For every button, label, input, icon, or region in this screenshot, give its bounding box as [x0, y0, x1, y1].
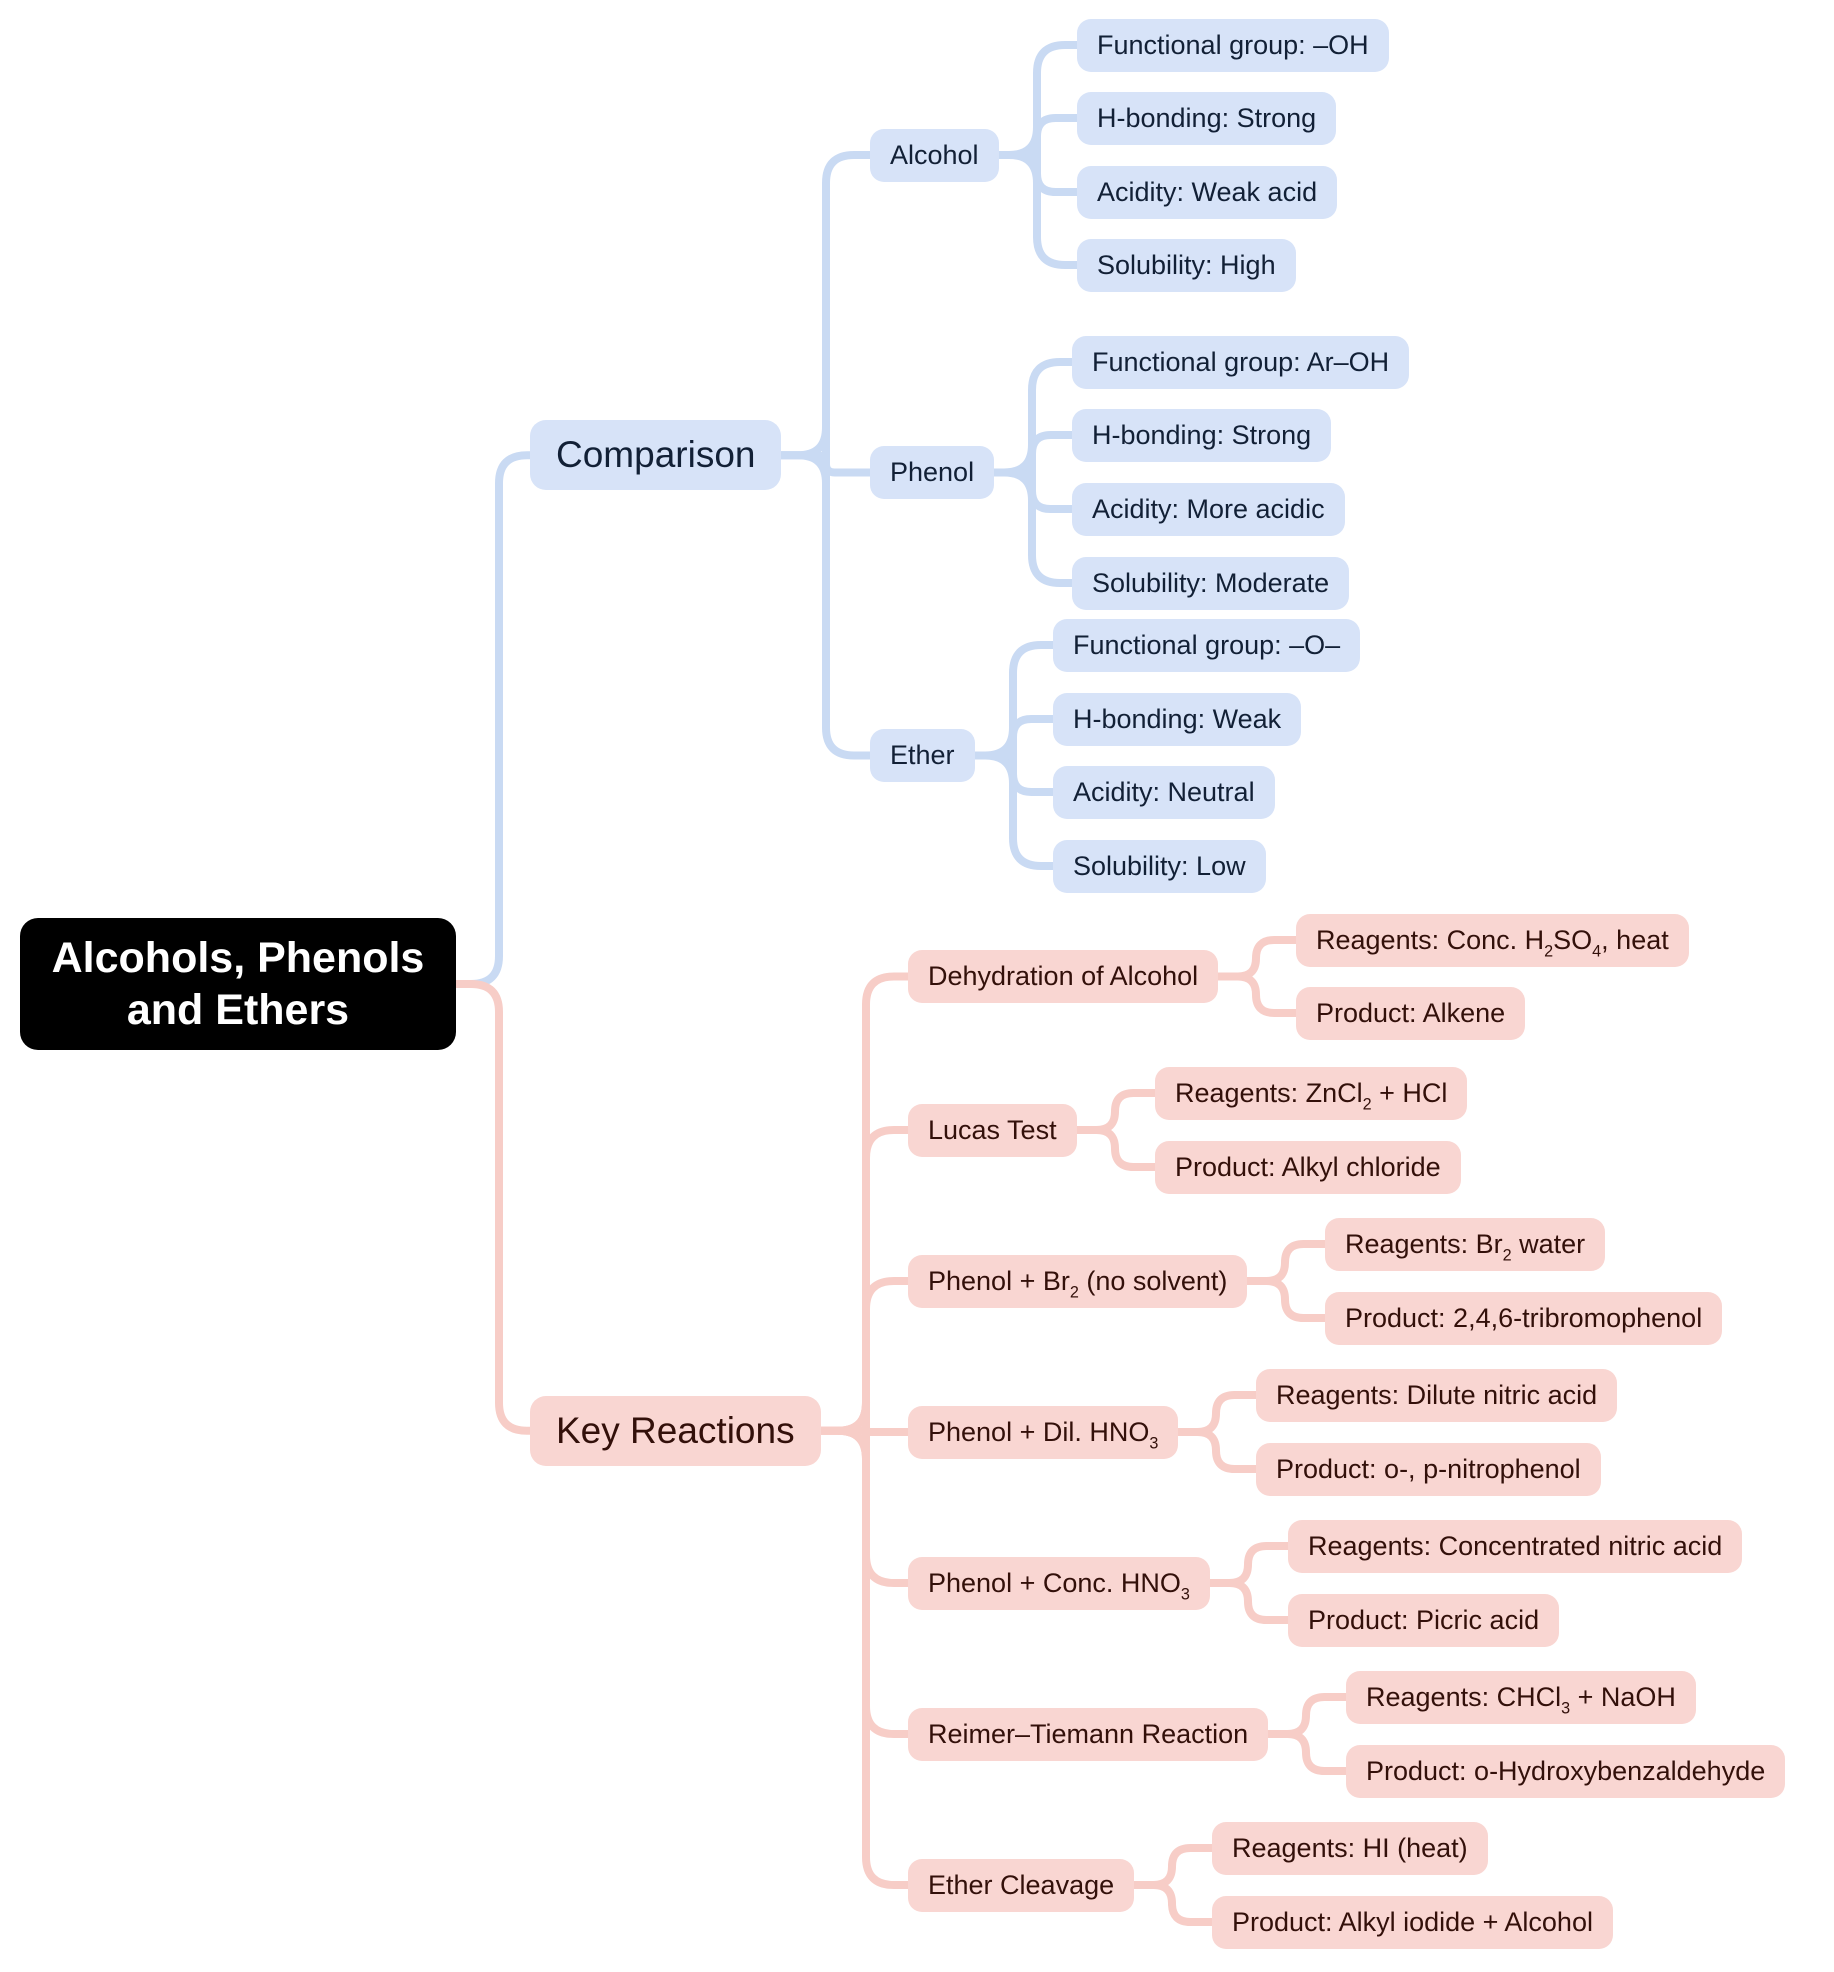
detail-acidity-weak-acid: Acidity: Weak acid [1077, 166, 1338, 219]
detail-product-o-hydroxybenzaldehyde: Product: o-Hydroxybenzaldehyde [1346, 1745, 1786, 1798]
connector-phenol-solubility-moderate [990, 468, 1076, 587]
connector-phenol-conc-hno-reagents-concentrated-nitric-acid [1206, 1542, 1292, 1587]
topic-phenol-br-no-solvent: Phenol + Br2 (no solvent) [908, 1255, 1248, 1308]
detail-h-bonding-strong: H-bonding: Strong [1077, 92, 1337, 145]
topic-reimer-tiemann-reaction: Reimer–Tiemann Reaction [908, 1708, 1269, 1761]
detail-h-bonding-strong: H-bonding: Strong [1072, 409, 1332, 462]
detail-acidity-more-acidic: Acidity: More acidic [1072, 483, 1345, 536]
topic-ether: Ether [870, 729, 975, 782]
detail-functional-group-o: Functional group: –O– [1053, 619, 1361, 672]
topic-dehydration-of-alcohol: Dehydration of Alcohol [908, 950, 1219, 1003]
connector-alcohol-solubility-high [995, 151, 1081, 269]
detail-h-bonding-weak: H-bonding: Weak [1053, 693, 1302, 746]
connector-phenol-dil-hno-reagents-dilute-nitric-acid [1174, 1391, 1260, 1436]
connector-phenol-conc-hno-product-picric-acid [1206, 1579, 1292, 1624]
root-topic: Alcohols, Phenols and Ethers [20, 918, 456, 1050]
connector-key-reactions-ether-cleavage [817, 1426, 912, 1889]
connector-phenol-dil-hno-product-o-p-nitrophenol [1174, 1428, 1260, 1473]
connector-lucas-test-product-alkyl-chloride [1073, 1126, 1159, 1171]
connector-reimer-tiemann-reaction-product-o-hydroxybenzaldehyde [1264, 1730, 1350, 1775]
detail-solubility-low: Solubility: Low [1053, 840, 1266, 893]
detail-reagents-br-water: Reagents: Br2 water [1325, 1218, 1606, 1271]
topic-alcohol: Alcohol [870, 129, 999, 182]
detail-reagents-conc-h-so-heat: Reagents: Conc. H2SO4, heat [1296, 914, 1689, 967]
connector-phenol-br-no-solvent-reagents-br-water [1243, 1240, 1329, 1285]
detail-reagents-dilute-nitric-acid: Reagents: Dilute nitric acid [1256, 1369, 1618, 1422]
detail-product-o-p-nitrophenol: Product: o-, p-nitrophenol [1256, 1443, 1601, 1496]
connector-lucas-test-reagents-zncl-hcl [1073, 1089, 1159, 1134]
connector-dehydration-of-alcohol-product-alkene [1214, 972, 1300, 1017]
connector-comparison-alcohol [777, 151, 874, 460]
topic-phenol-dil-hno: Phenol + Dil. HNO3 [908, 1406, 1179, 1459]
branch-key-reactions: Key Reactions [530, 1396, 821, 1466]
detail-product-alkyl-chloride: Product: Alkyl chloride [1155, 1141, 1461, 1194]
connector-reimer-tiemann-reaction-reagents-chcl-naoh [1264, 1693, 1350, 1738]
detail-functional-group-oh: Functional group: –OH [1077, 19, 1389, 72]
topic-ether-cleavage: Ether Cleavage [908, 1859, 1135, 1912]
topic-phenol-conc-hno: Phenol + Conc. HNO3 [908, 1557, 1210, 1610]
detail-reagents-hi-heat: Reagents: HI (heat) [1212, 1822, 1488, 1875]
connector-root-key-reactions [452, 980, 534, 1435]
detail-product-picric-acid: Product: Picric acid [1288, 1594, 1560, 1647]
detail-product-alkene: Product: Alkene [1296, 987, 1526, 1040]
detail-solubility-moderate: Solubility: Moderate [1072, 557, 1350, 610]
detail-reagents-concentrated-nitric-acid: Reagents: Concentrated nitric acid [1288, 1520, 1743, 1573]
connector-ether-cleavage-reagents-hi-heat [1130, 1844, 1216, 1889]
branch-comparison: Comparison [530, 420, 782, 490]
connector-dehydration-of-alcohol-reagents-conc-h-so-heat [1214, 936, 1300, 981]
detail-solubility-high: Solubility: High [1077, 239, 1296, 292]
topic-lucas-test: Lucas Test [908, 1104, 1077, 1157]
detail-acidity-neutral: Acidity: Neutral [1053, 766, 1275, 819]
detail-product-2-4-6-tribromophenol: Product: 2,4,6-tribromophenol [1325, 1292, 1723, 1345]
detail-product-alkyl-iodide-alcohol: Product: Alkyl iodide + Alcohol [1212, 1896, 1613, 1949]
connector-ether-solubility-low [971, 751, 1057, 870]
connector-phenol-br-no-solvent-product-2-4-6-tribromophenol [1243, 1277, 1329, 1322]
connector-root-comparison [452, 451, 534, 988]
connector-comparison-ether [777, 451, 874, 760]
connector-ether-cleavage-product-alkyl-iodide-alcohol [1130, 1881, 1216, 1926]
detail-reagents-zncl-hcl: Reagents: ZnCl2 + HCl [1155, 1067, 1468, 1120]
detail-functional-group-ar-oh: Functional group: Ar–OH [1072, 336, 1410, 389]
topic-phenol: Phenol [870, 446, 995, 499]
detail-reagents-chcl-naoh: Reagents: CHCl3 + NaOH [1346, 1671, 1696, 1724]
